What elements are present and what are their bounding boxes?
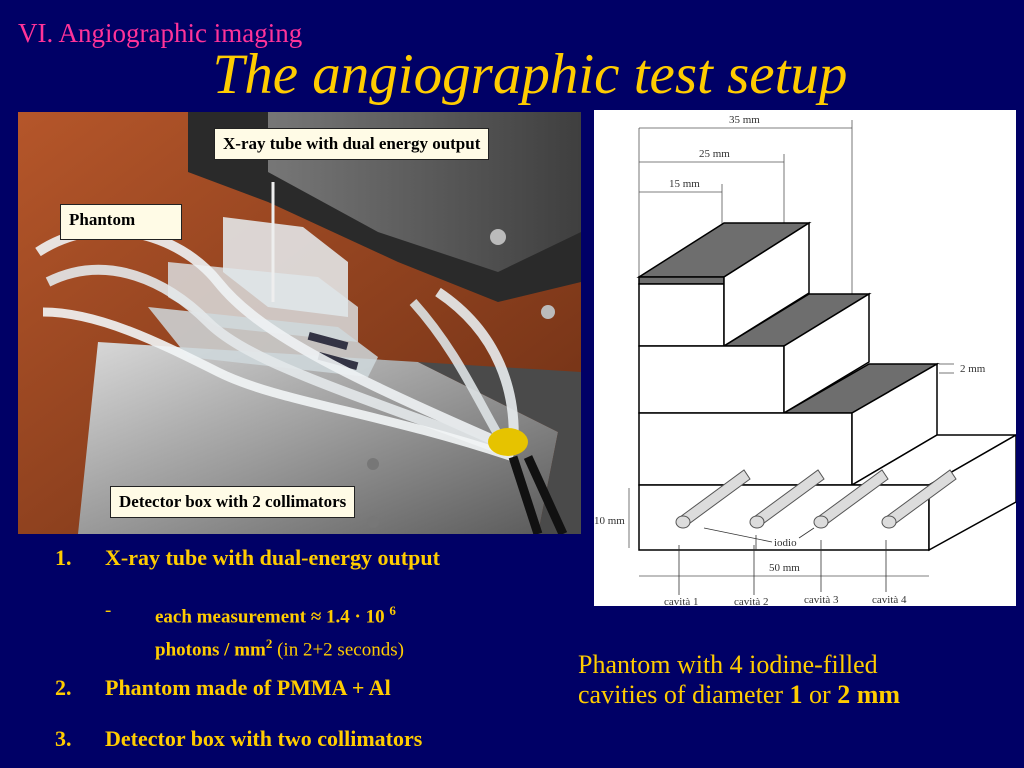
- dim-10mm: 10 mm: [594, 515, 625, 527]
- sub-sup-1: 6: [389, 603, 396, 618]
- sub-line-2: photons / mm: [155, 639, 266, 661]
- sub-dash: -: [105, 600, 112, 621]
- list-item-3: 3. Detector box with two collimators: [55, 726, 422, 752]
- dim-35mm: 35 mm: [729, 114, 760, 126]
- list-text-1: X-ray tube with dual-energy output: [105, 545, 440, 570]
- label-detector-box: Detector box with 2 collimators: [110, 486, 356, 518]
- phantom-diagram: 35 mm 25 mm 15 mm 2 mm 10 mm: [594, 110, 1019, 608]
- sub-sup-2: 2: [265, 636, 273, 652]
- caption-line-1: Phantom with 4 iodine-filled: [578, 650, 878, 679]
- setup-photo: X-ray tube with dual energy output Phant…: [18, 112, 581, 534]
- label-phantom: Phantom: [60, 204, 182, 240]
- slide-title: The angiographic test setup: [212, 43, 848, 106]
- label-cavita-3: cavità 3: [804, 594, 839, 606]
- list-number-1: 1.: [55, 545, 72, 570]
- setup-photo-illustration: [18, 112, 581, 534]
- label-cavita-1: cavità 1: [664, 596, 699, 606]
- list-text-2: Phantom made of PMMA + Al: [105, 675, 391, 700]
- caption-text-a: cavities of diameter: [578, 680, 784, 709]
- list-item-2: 2. Phantom made of PMMA + Al: [55, 675, 391, 701]
- label-cavita-4: cavità 4: [872, 594, 907, 606]
- sub-text: each measurement ≈ 1.4 · 10 6 photons / …: [155, 597, 404, 664]
- dim-25mm: 25 mm: [699, 148, 730, 160]
- caption-diameter-1: 1: [789, 680, 803, 709]
- caption-text-or: or: [809, 680, 831, 709]
- list-text-3: Detector box with two collimators: [105, 726, 423, 751]
- caption-line-2: cavities of diameter 1 or 2 mm: [578, 680, 900, 710]
- dim-15mm: 15 mm: [669, 178, 700, 190]
- caption-diameter-2: 2 mm: [837, 680, 901, 709]
- list-number-3: 3.: [55, 726, 72, 751]
- list-number-2: 2.: [55, 675, 72, 700]
- label-iodio: iodio: [774, 537, 797, 549]
- list-item-1: 1. X-ray tube with dual-energy output: [55, 545, 440, 571]
- phantom-diagram-drawing: 35 mm 25 mm 15 mm 2 mm 10 mm: [594, 114, 1019, 608]
- label-xray-tube: X-ray tube with dual energy output: [214, 128, 490, 160]
- sub-line-2-suffix: (in 2+2 seconds): [277, 639, 404, 661]
- section-label: VI. Angiographic imaging: [18, 18, 303, 48]
- sub-line-1: each measurement ≈ 1.4 · 10: [155, 606, 385, 628]
- phantom-caption: Phantom with 4 iodine-filled cavities of…: [578, 650, 900, 710]
- label-cavita-2: cavità 2: [734, 596, 769, 606]
- dim-50mm: 50 mm: [769, 562, 800, 574]
- dim-2mm: 2 mm: [960, 363, 986, 375]
